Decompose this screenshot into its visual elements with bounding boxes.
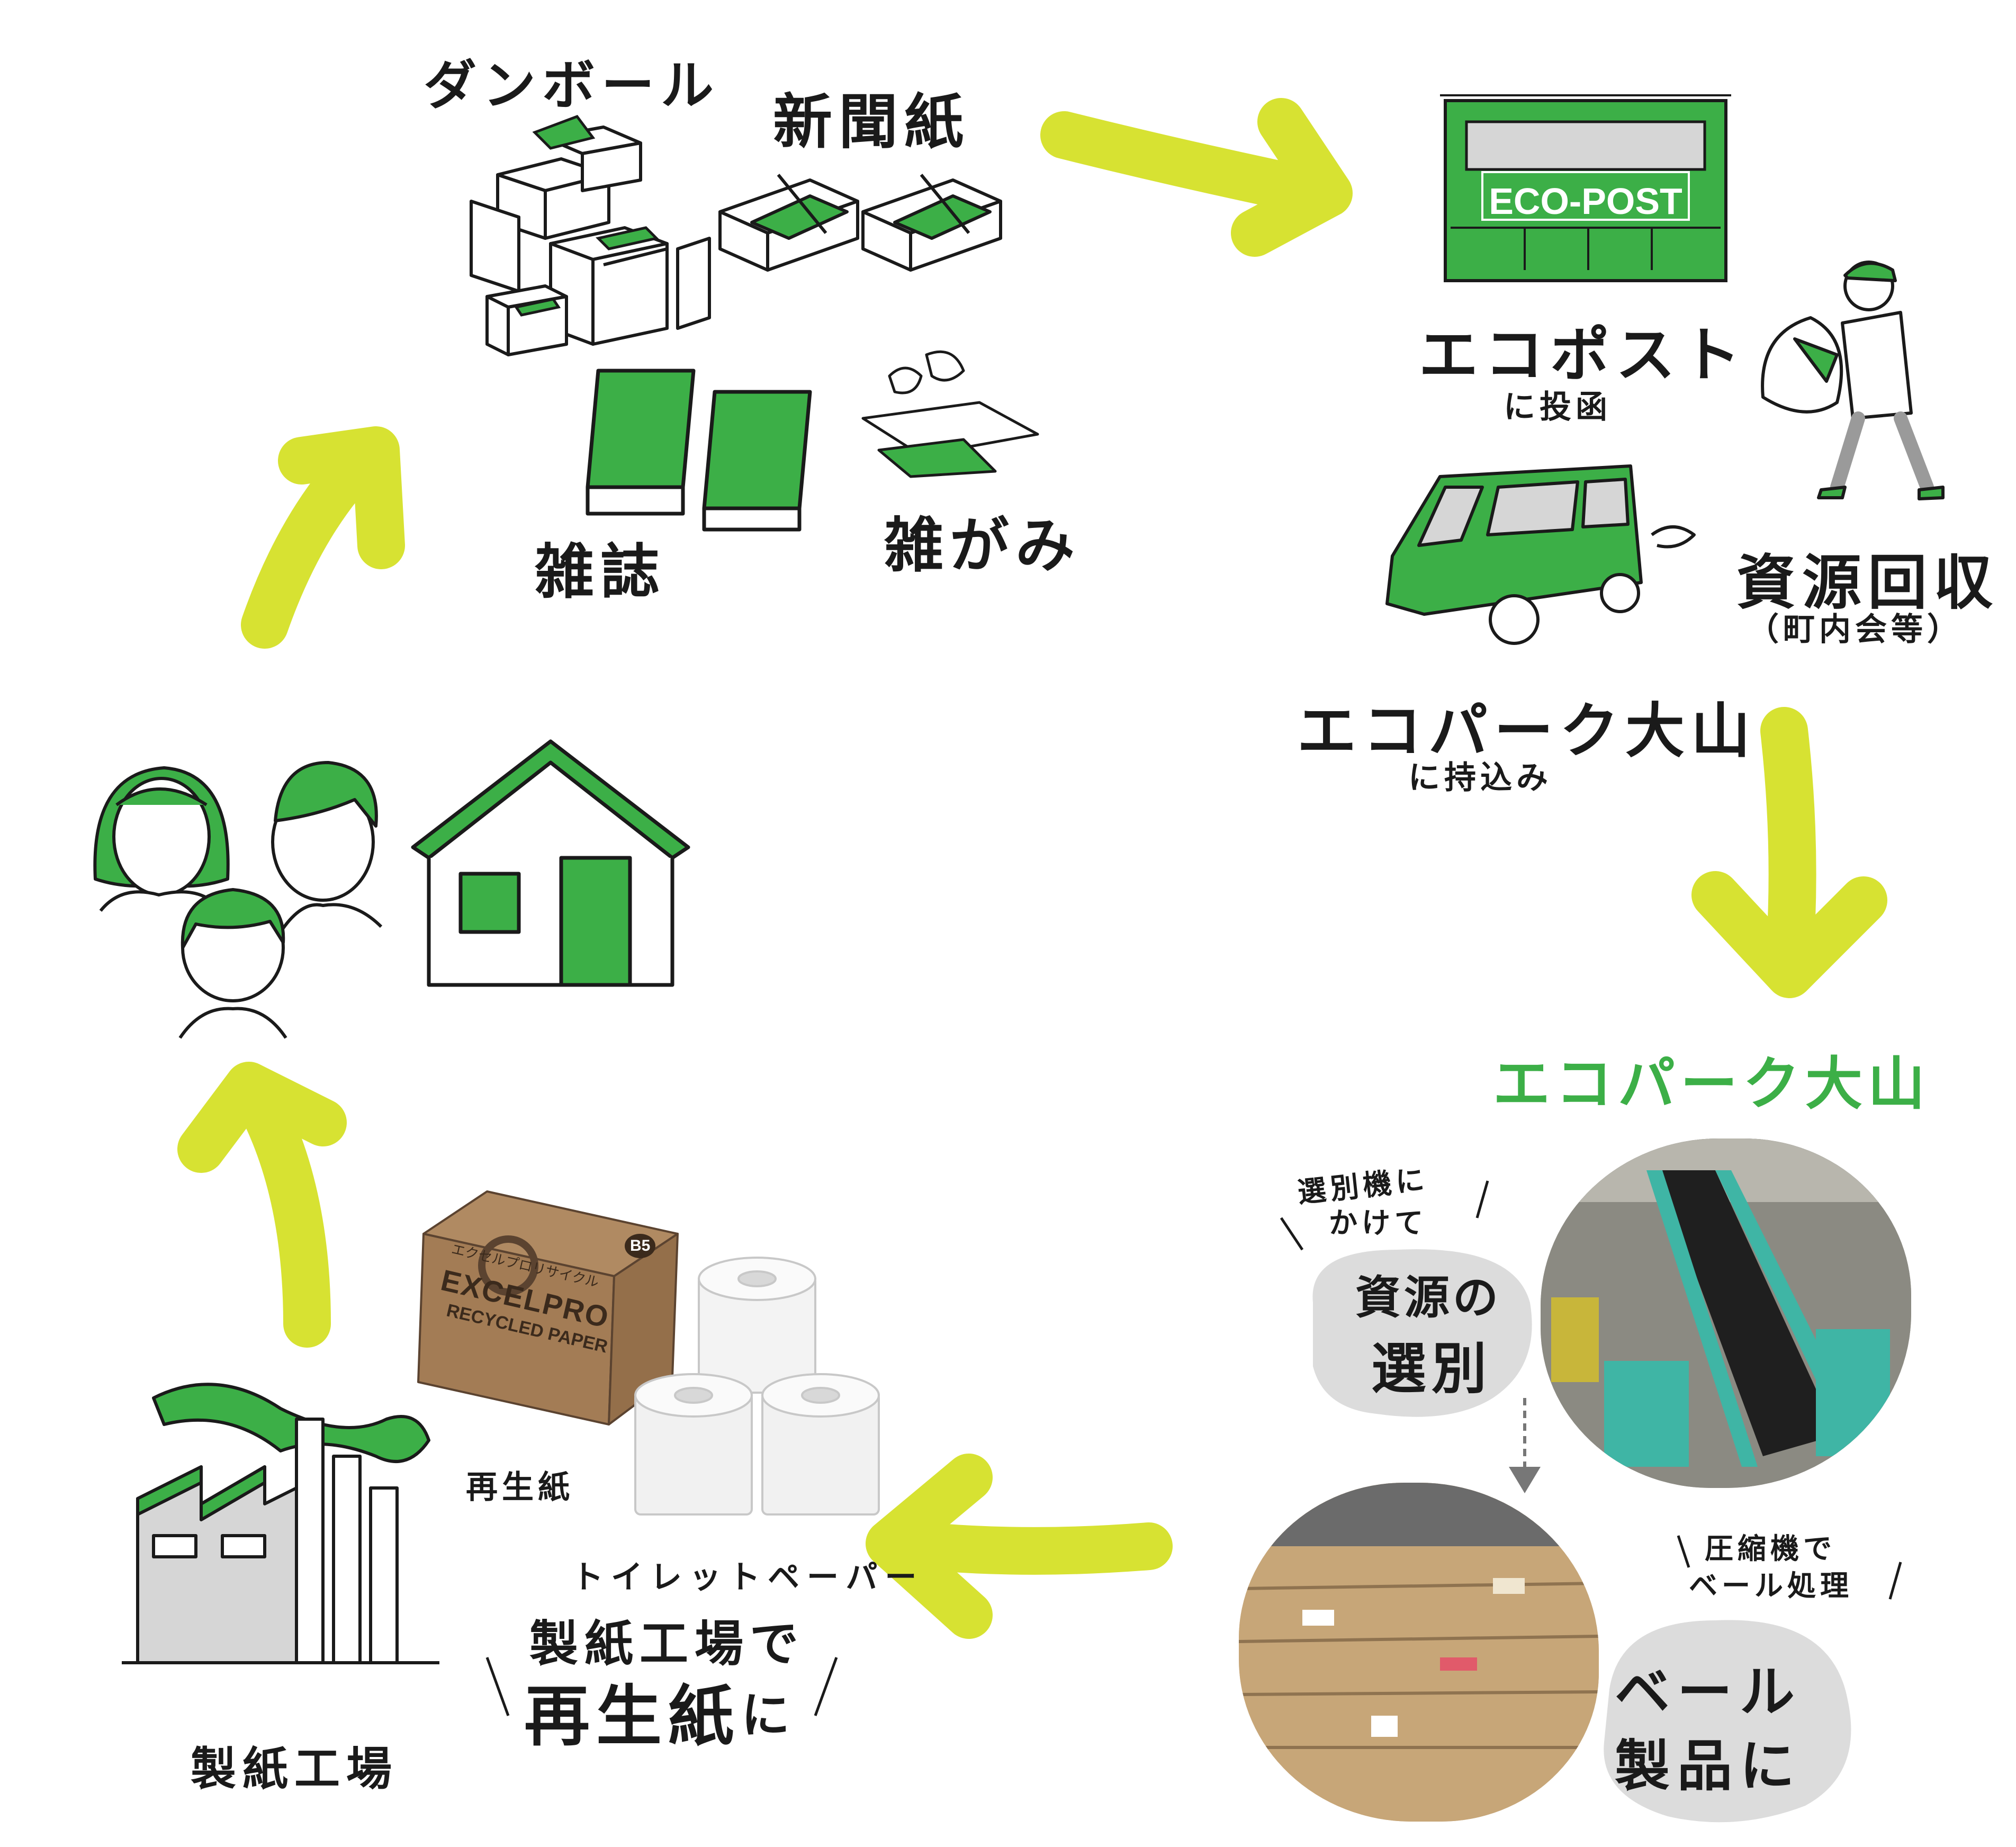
toilet-paper-illustration <box>634 1257 880 1516</box>
label-recycled-paper: 再生紙 <box>466 1469 574 1506</box>
label-newspaper: 新聞紙 <box>773 88 970 157</box>
label-ecopost: エコポスト <box>1419 321 1747 390</box>
arrow-to-mill <box>876 1520 1173 1575</box>
label-dropoff: エコパーク大山 <box>1297 697 1757 766</box>
arrow-to-ecopost <box>1040 111 1331 214</box>
label-collection-sub: （町内会等） <box>1747 611 1963 648</box>
press-note-line1: 圧縮機で <box>1705 1532 1836 1565</box>
bale-blob-line1: ベール <box>1615 1660 1803 1724</box>
ecopost-sign: ECO-POST <box>1489 181 1682 222</box>
mill-caption-line1: 製紙工場で <box>529 1616 805 1672</box>
label-ecopost-sub: に投函 <box>1504 389 1612 426</box>
label-mill: 製紙工場 <box>191 1743 398 1796</box>
newspaper-illustration <box>718 174 1002 272</box>
mill-caption-ticks <box>485 1657 838 1716</box>
misc-paper-illustration <box>861 350 1039 478</box>
label-toilet-paper: トイレットペーパー <box>572 1559 924 1596</box>
label-collection: 資源回収 <box>1736 549 1999 617</box>
box-size: B5 <box>625 1234 656 1258</box>
label-magazine: 雑誌 <box>535 538 666 607</box>
label-dropoff-sub: に持込み <box>1408 759 1552 796</box>
facility-title: エコパーク大山 <box>1493 1051 1931 1117</box>
sorter-photo <box>1541 1138 1911 1488</box>
person-with-bag <box>1761 261 1945 500</box>
press-note-ticks <box>1677 1535 1902 1600</box>
sort-blob <box>1312 1249 1532 1417</box>
sort-blob-line2: 選別 <box>1371 1337 1492 1401</box>
van-illustration <box>1385 464 1696 645</box>
arrow-to-facility <box>1760 707 1816 982</box>
house-illustration <box>411 739 690 987</box>
cardboard-illustration <box>470 115 711 356</box>
ecopost-container <box>1440 94 1731 282</box>
press-note-line2: ベール処理 <box>1689 1569 1853 1602</box>
factory-illustration <box>122 1383 439 1664</box>
family-illustration <box>93 761 383 1039</box>
arrow-to-family <box>236 1078 331 1348</box>
magazine-illustration <box>586 369 812 532</box>
label-misc-paper: 雑がみ <box>884 512 1081 580</box>
bale-blob-line2: 製品に <box>1615 1734 1803 1798</box>
mill-caption-line2a: 再生紙 <box>524 1679 741 1755</box>
sort-note-line2: かけて <box>1329 1206 1427 1240</box>
bale-blob <box>1604 1620 1851 1823</box>
bale-photo <box>1239 1483 1599 1822</box>
sort-blob-line1: 資源の <box>1355 1271 1501 1324</box>
mill-caption-line2b: に <box>741 1687 797 1744</box>
sort-note-ticks <box>1280 1180 1489 1251</box>
sort-to-bale-arrow <box>1509 1398 1541 1493</box>
label-cardboard: ダンボール <box>424 55 720 116</box>
